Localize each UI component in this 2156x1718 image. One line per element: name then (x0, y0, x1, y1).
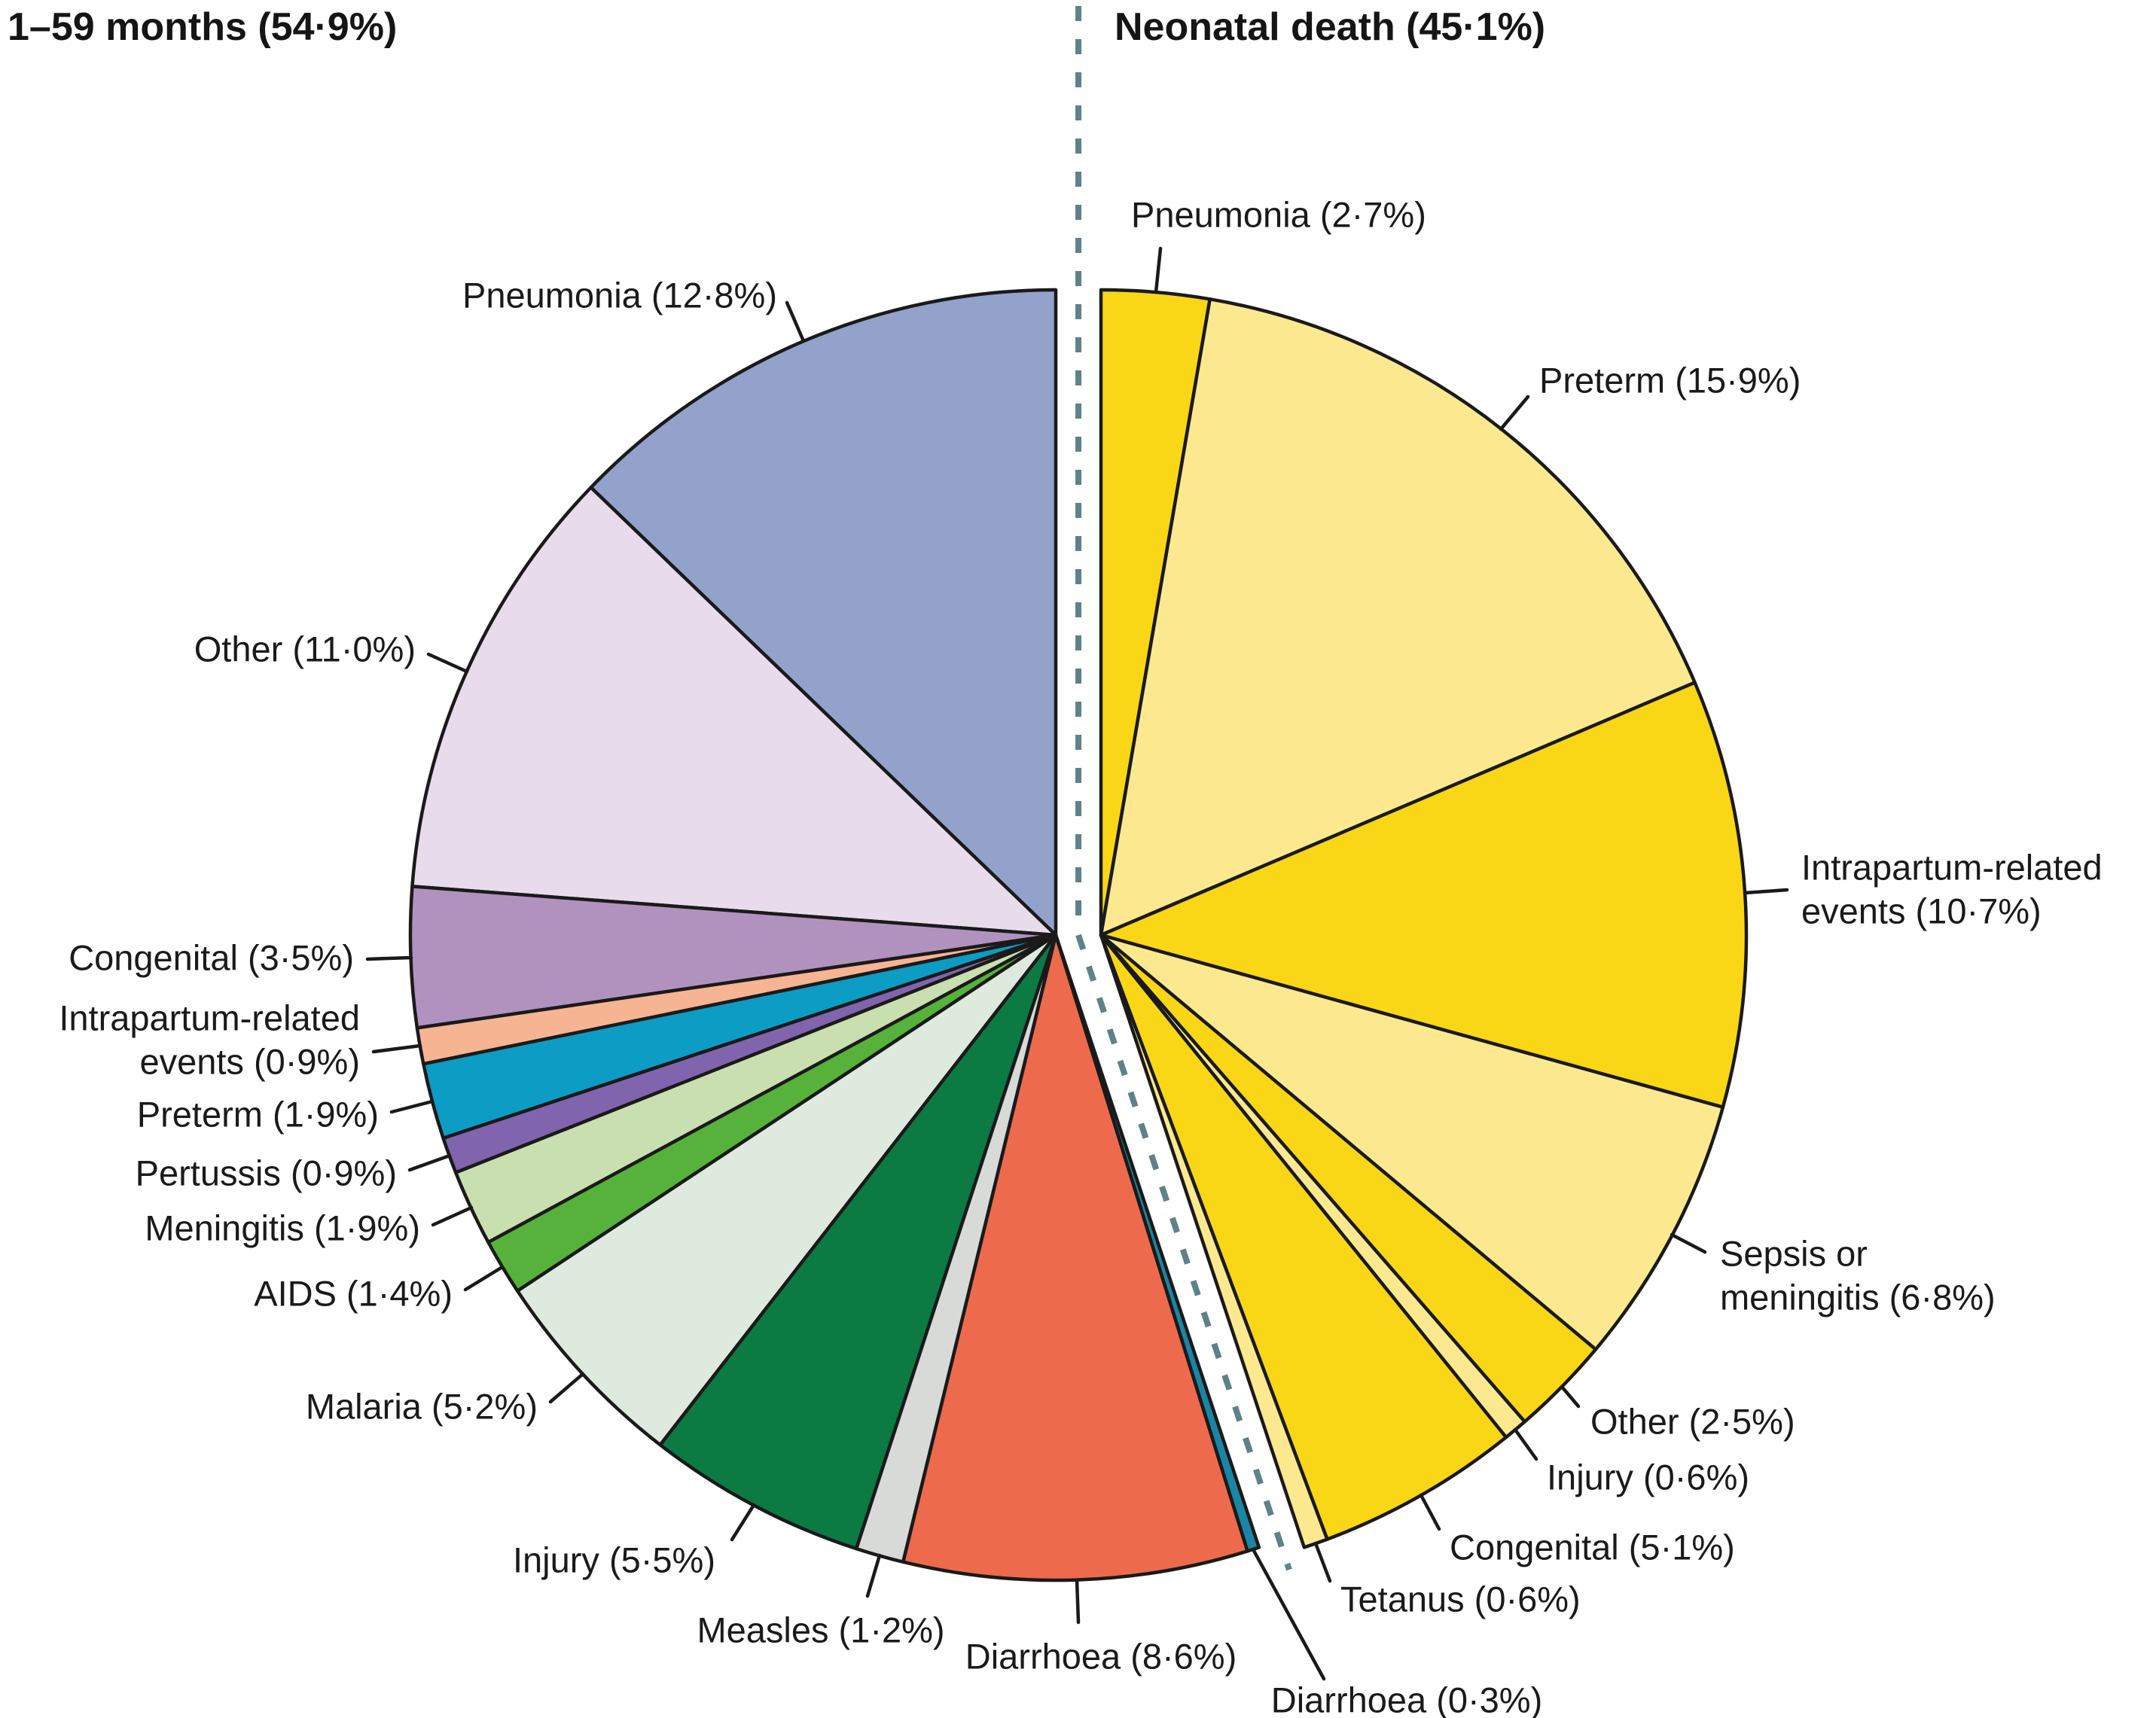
leader-line-n-pneumonia (1154, 246, 1163, 294)
slice-label-l-other: Other (11·0%) (194, 629, 416, 669)
leader-line-l-congenital (365, 955, 413, 961)
leader-line-n-preterm (1499, 394, 1530, 431)
leader-line-l-measles (865, 1553, 882, 1598)
slice-label-l-congenital: Congenital (3·5%) (69, 938, 354, 978)
leader-line-l-diarrhoea (1075, 1578, 1081, 1625)
divider-dashed-line-bottom (1075, 934, 1292, 1571)
leader-line-n-other (1560, 1384, 1581, 1409)
slice-label-n-pneumonia: Pneumonia (2·7%) (1131, 195, 1426, 235)
leader-line-l-meningitis (431, 1205, 474, 1227)
leader-line-l-preterm (389, 1099, 435, 1114)
slice-label-l-measles: Measles (1·2%) (697, 1610, 944, 1650)
slice-label-l-meningitis: Meningitis (1·9%) (145, 1208, 420, 1248)
slice-label-l-aids: AIDS (1·4%) (254, 1274, 453, 1314)
leader-line-l-aids (463, 1265, 505, 1292)
slice-label-l-malaria: Malaria (5·2%) (306, 1387, 538, 1427)
leader-line-n-tetanus (1313, 1541, 1332, 1583)
leader-line-n-injury (1513, 1427, 1538, 1461)
slice-label-l-pneumonia: Pneumonia (12·8%) (462, 276, 777, 315)
leader-line-n-intrapartum (1743, 888, 1789, 895)
leader-line-n-congenital (1419, 1493, 1441, 1531)
leader-line-l-injury (730, 1503, 756, 1542)
slice-label-n-sepsis-line1: Sepsis or (1720, 1234, 1868, 1274)
slice-label-n-tetanus: Tetanus (0·6%) (1340, 1579, 1581, 1619)
leader-line-n-diarrhoea (1251, 1547, 1326, 1681)
leader-line-l-intrapartum (371, 1043, 422, 1054)
leader-line-l-pertussis (407, 1153, 452, 1172)
right-half-title: Neonatal death (45·1%) (1115, 5, 1546, 49)
slice-label-n-sepsis-line2: meningitis (6·8%) (1720, 1278, 1996, 1317)
slice-label-l-intrapartum-line2: events (0·9%) (139, 1042, 360, 1082)
slice-label-l-injury: Injury (5·5%) (513, 1540, 715, 1580)
slice-label-n-other: Other (2·5%) (1590, 1402, 1795, 1442)
left-half-title: 1–59 months (54·9%) (8, 5, 398, 49)
leader-line-n-sepsis (1670, 1232, 1707, 1254)
slice-label-n-congenital: Congenital (5·1%) (1450, 1528, 1735, 1567)
leader-line-l-pneumonia (785, 300, 806, 343)
slice-label-l-diarrhoea: Diarrhoea (8·6%) (965, 1637, 1237, 1677)
slice-label-n-preterm: Preterm (15·9%) (1539, 361, 1801, 401)
slice-label-n-injury: Injury (0·6%) (1547, 1458, 1749, 1497)
slice-label-l-pertussis: Pertussis (0·9%) (136, 1153, 397, 1193)
slice-label-l-intrapartum-line1: Intrapartum-related (59, 998, 360, 1038)
slice-label-n-intrapartum-line1: Intrapartum-related (1801, 848, 2103, 888)
slice-label-n-intrapartum-line2: events (10·7%) (1801, 891, 2042, 931)
slice-label-l-preterm: Preterm (1·9%) (137, 1095, 379, 1135)
slice-label-n-diarrhoea: Diarrhoea (0·3%) (1271, 1680, 1542, 1718)
leader-line-l-other (426, 652, 469, 674)
leader-line-l-malaria (548, 1372, 585, 1404)
